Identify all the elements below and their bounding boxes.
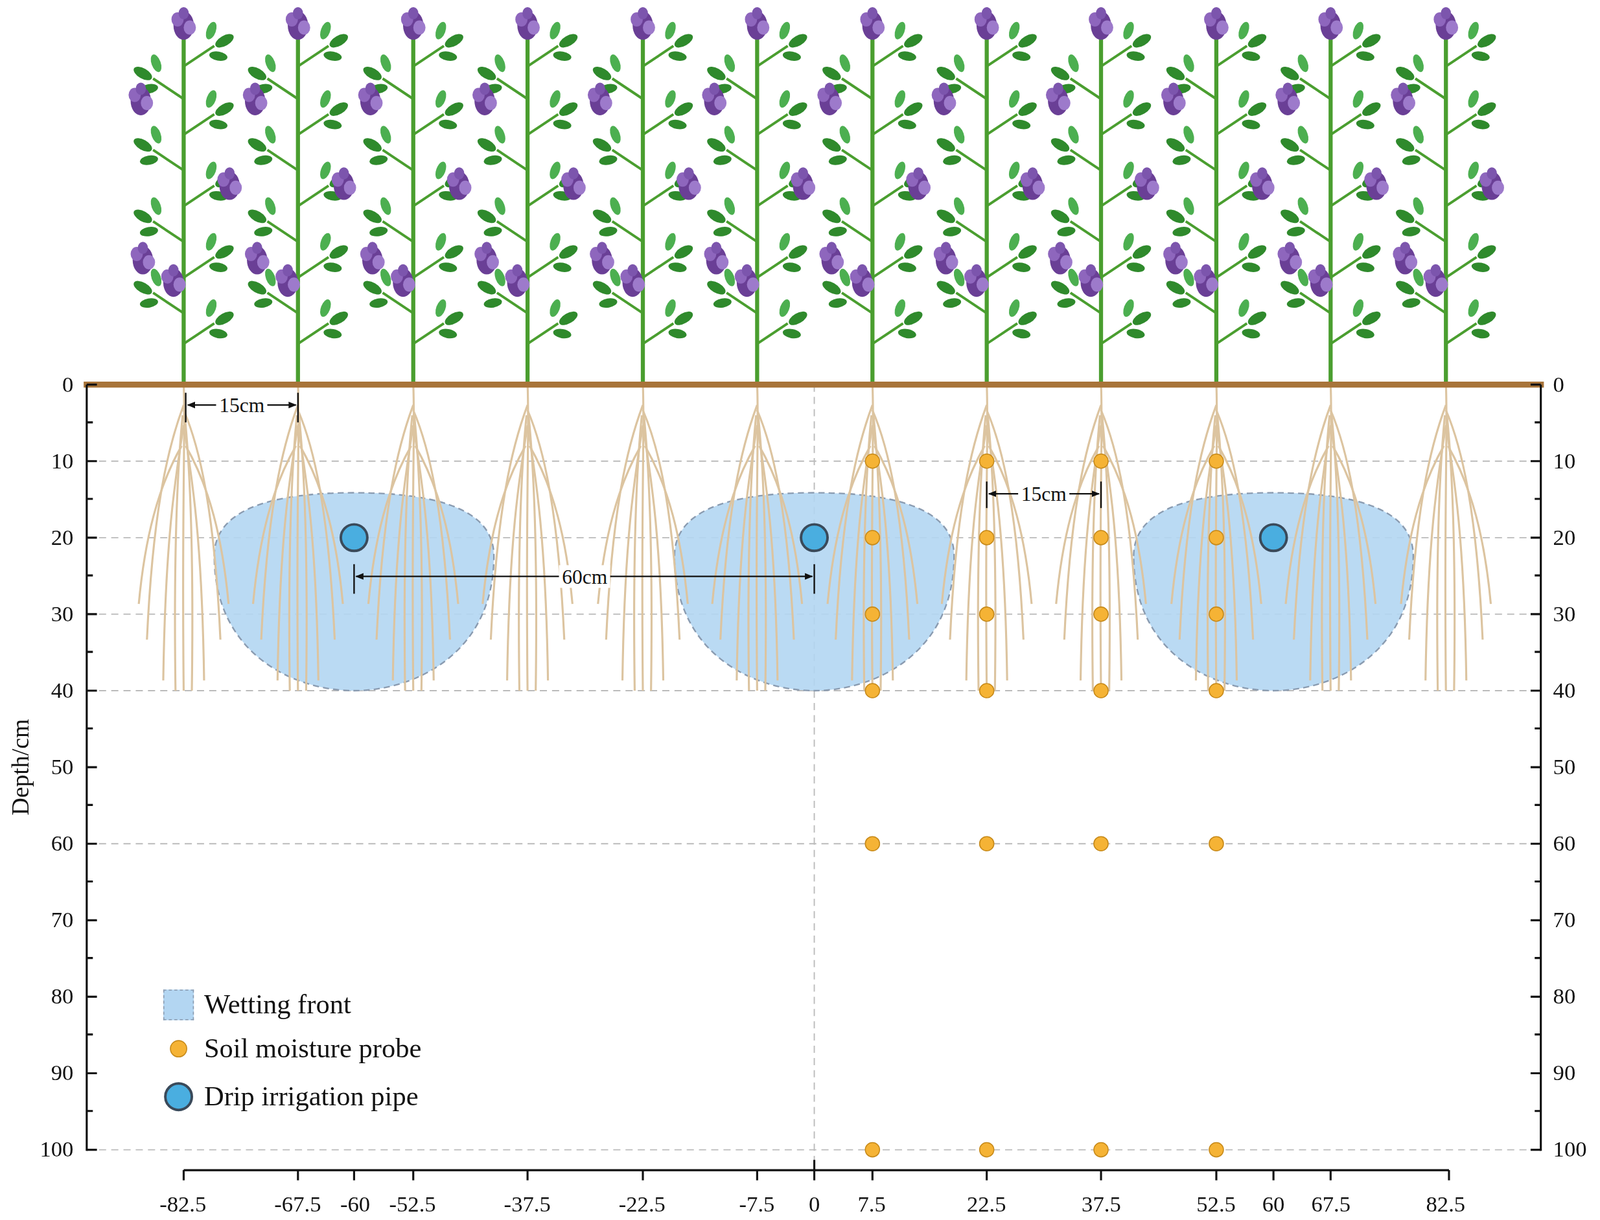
axis-tick-label: -37.5 [504,1193,551,1218]
legend-text: Soil moisture probe [204,1033,422,1065]
axis-tick-label: 37.5 [1081,1193,1122,1218]
axis-tick-label: 10 [1553,449,1577,474]
axis-tick-label: 90 [51,1060,74,1086]
axis-tick-label: -22.5 [618,1193,666,1218]
dimension-label: 15cm [215,394,267,417]
axis-tick-label: 80 [51,984,74,1009]
axis-tick-label: 70 [51,907,74,933]
axis-tick-label: 0 [62,372,74,398]
axis-tick-label: -82.5 [159,1193,207,1218]
axis-title: Depth/cm [7,719,35,816]
axis-tick-label: 7.5 [857,1193,886,1218]
axis-tick-label: 0 [808,1193,820,1218]
axis-tick-label: 10 [51,449,74,474]
axis-tick-label: 30 [51,602,74,627]
axis-tick-label: 100 [39,1137,74,1163]
axis-tick-label: 20 [51,525,74,551]
axis-tick-label: 82.5 [1426,1193,1466,1218]
legend-swatch [163,989,194,1021]
axis-tick-label: 40 [1553,678,1577,704]
axis-tick-label: 52.5 [1196,1193,1236,1218]
dimension-label: 15cm [1018,482,1070,506]
dimension-label: 60cm [559,565,611,588]
axis-tick-label: 30 [1553,602,1577,627]
axis-tick-label: 40 [51,678,74,704]
axis-tick-label: -67.5 [274,1193,321,1218]
axis-tick-label: 20 [1553,525,1577,551]
axis-tick-label: 60 [51,831,74,857]
axis-tick-label: 70 [1553,907,1577,933]
axis-tick-label: 22.5 [966,1193,1007,1218]
axis-tick-label: 60 [1262,1193,1286,1218]
axis-tick-label: 80 [1553,984,1577,1009]
legend-text: Wetting front [204,990,352,1021]
axis-tick-label: -52.5 [388,1193,436,1218]
axis-tick-label: 100 [1553,1137,1588,1163]
legend-text: Drip irrigation pipe [204,1081,419,1113]
axis-tick-label: 50 [51,754,74,780]
axis-tick-label: 50 [1553,754,1577,780]
axis-tick-label: -7.5 [739,1193,776,1218]
axis-tick-label: 0 [1553,372,1565,398]
axis-tick-label: 67.5 [1310,1193,1351,1218]
axis-tick-label: -60 [340,1193,371,1218]
axis-tick-label: 90 [1553,1060,1577,1086]
axis-tick-label: 60 [1553,831,1577,857]
